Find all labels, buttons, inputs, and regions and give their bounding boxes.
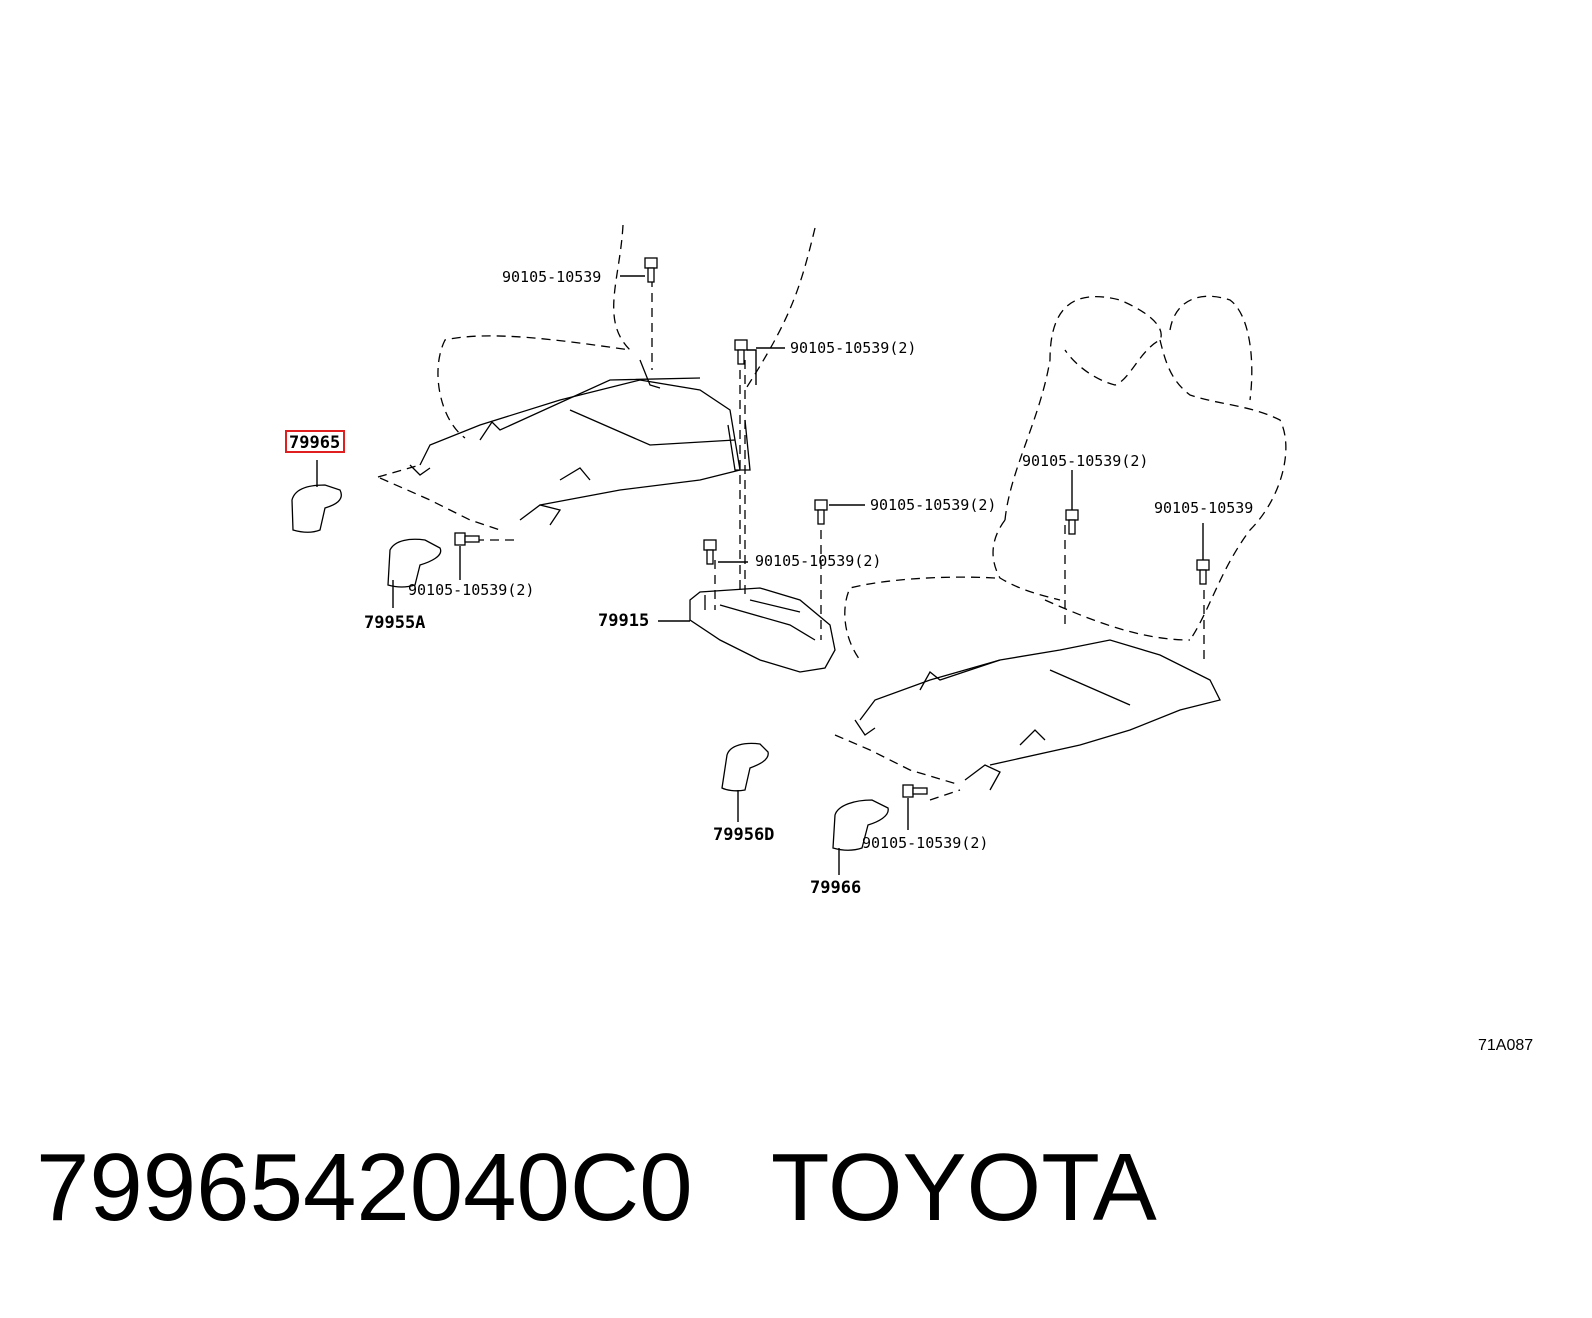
callout-90105-mid-right: 90105-10539(2) [870,496,996,514]
part-number: 7996542040C0 [36,1134,693,1241]
callout-90105-top: 90105-10539 [502,268,601,286]
part-highlight [285,430,345,453]
callout-90105-bottom-bolt: 90105-10539(2) [862,834,988,852]
cover-79955A [387,538,442,588]
bolt-icon [814,499,828,525]
right-seat-frame [854,639,1221,791]
part-label-79915[interactable]: 79915 [598,611,649,631]
leader-lines [316,275,1204,875]
center-guide-lines [475,278,1205,801]
bolt-icon [1065,509,1079,535]
bracket-79915 [689,587,836,673]
bolt-icon [734,339,748,365]
part-label-79956D[interactable]: 79956D [713,825,774,845]
cover-79956D [721,742,769,792]
figure-code: 71A087 [1478,1037,1533,1054]
bolt-icon [454,532,480,546]
callout-90105-top-right: 90105-10539(2) [790,339,916,357]
part-label-79955A[interactable]: 79955A [364,613,425,633]
footer-title: 7996542040C0 TOYOTA [36,1140,1157,1236]
bolt-icon [703,539,717,565]
part-label-79965[interactable]: 79965 [289,433,340,453]
bolt-icon [1196,559,1210,585]
cover-79966 [832,799,889,851]
part-label-79966[interactable]: 79966 [810,878,861,898]
callout-90105-left-bolt: 90105-10539(2) [408,581,534,599]
right-seat-outline [834,295,1287,786]
callout-90105-seat-right: 90105-10539 [1154,499,1253,517]
callout-90105-seat-center: 90105-10539(2) [1022,452,1148,470]
brand-name: TOYOTA [770,1134,1157,1241]
left-seat-frame [409,359,751,526]
left-seat-outline [377,224,816,531]
bolt-icon [644,257,658,283]
cover-79965 [291,484,342,533]
bolt-icon [902,784,928,798]
callout-90105-mid: 90105-10539(2) [755,552,881,570]
